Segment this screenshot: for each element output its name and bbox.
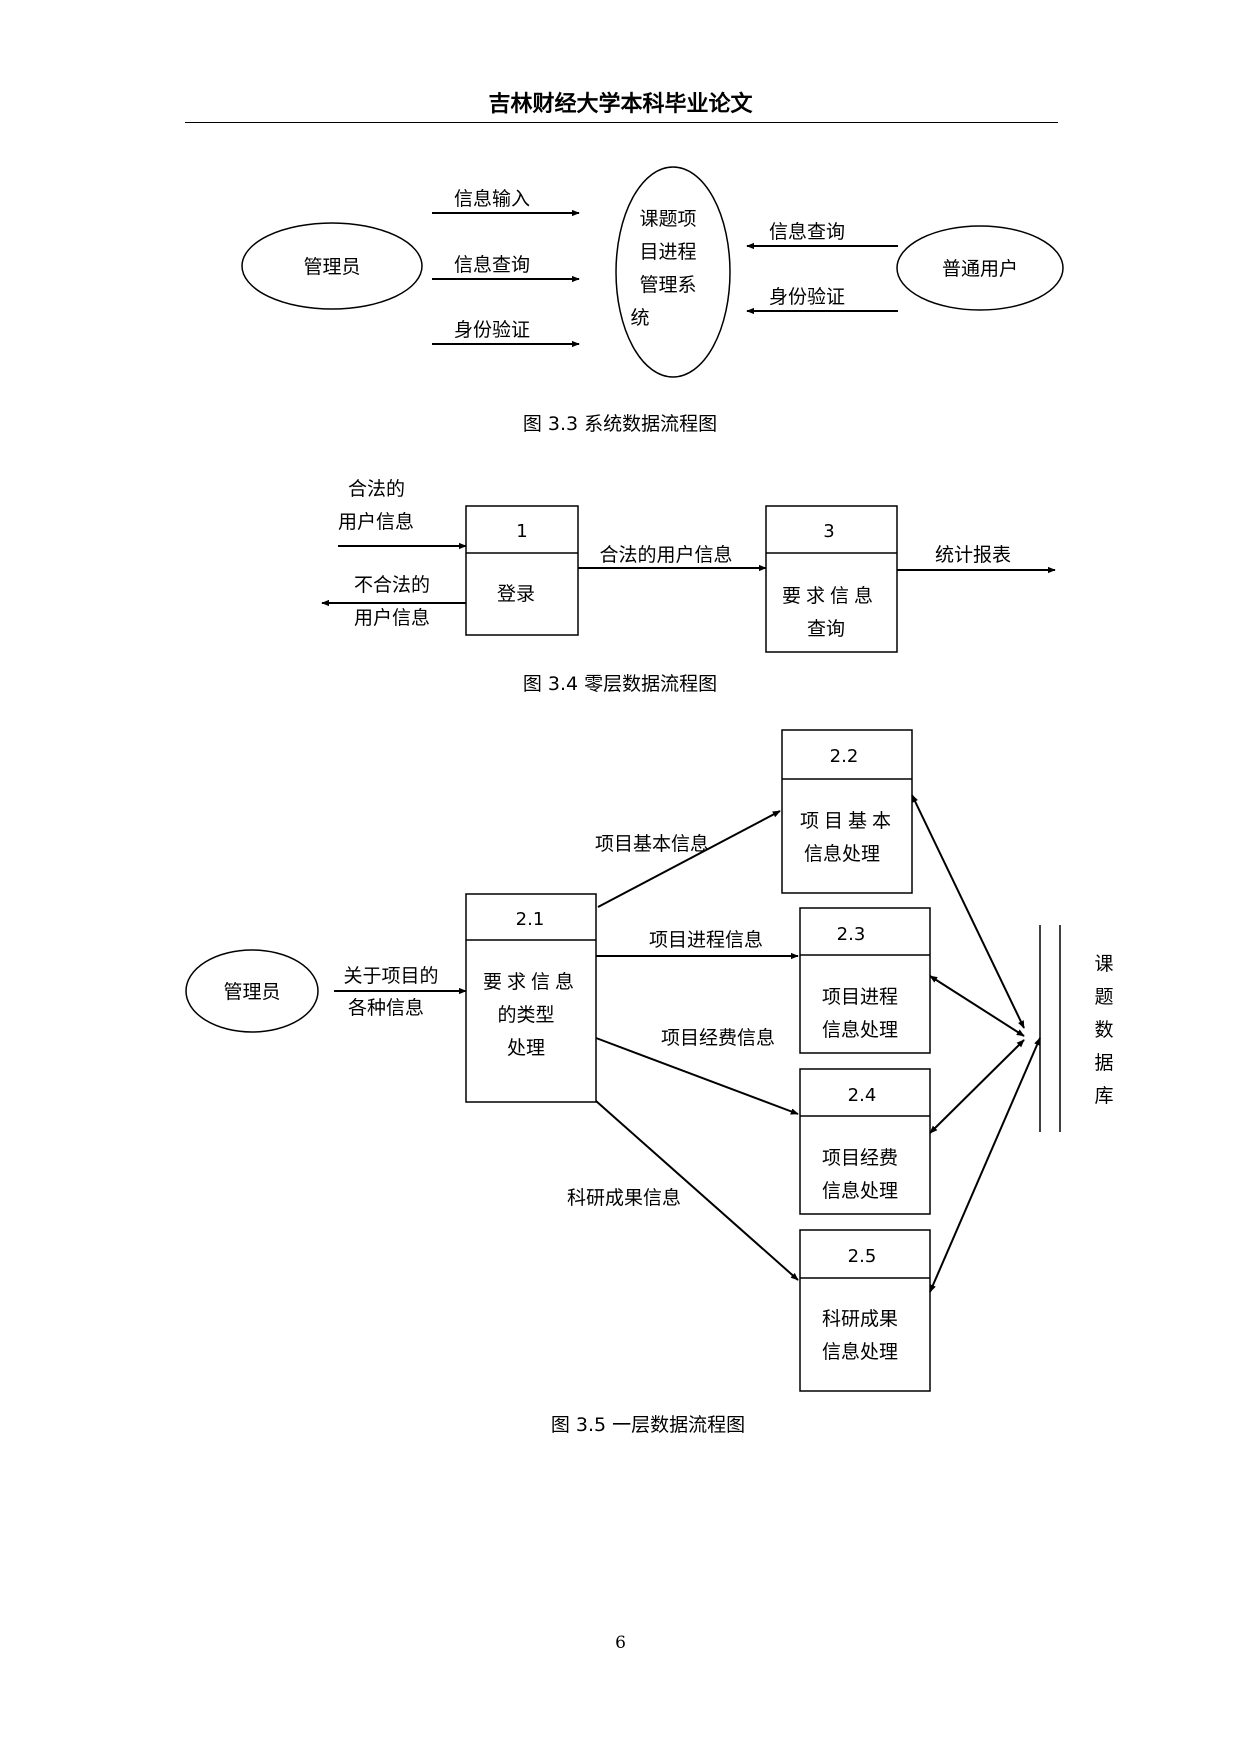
process-2-4-name-line-2: 信息处理	[822, 1180, 898, 1202]
admin-label: 管理员	[303, 256, 360, 278]
header-rule	[185, 122, 1058, 123]
flow-label-auth-user: 身份验证	[769, 286, 845, 308]
flow-label-info-query-user: 信息查询	[769, 221, 845, 243]
process-3-name-line-1: 要求信息	[782, 585, 878, 607]
system-label-line-1: 课题项	[639, 208, 696, 230]
figure-3-4-caption: 图 3.4 零层数据流程图	[523, 673, 717, 695]
user-entity	[896, 225, 1064, 311]
process-2-3-id: 2.3	[837, 924, 866, 945]
process-2-2-id: 2.2	[830, 746, 859, 767]
illegal-out-line-2: 用户信息	[354, 607, 430, 629]
datastore-char-5: 库	[1094, 1085, 1113, 1107]
figure-3-5: 管理员 关于项目的 各种信息 2.1 要求信息 的类型 处理 2.2 项目基本 …	[185, 729, 1114, 1436]
admin-info-line-2: 各种信息	[348, 997, 424, 1019]
process-2-1-id: 2.1	[516, 909, 545, 930]
flow-label-auth-admin: 身份验证	[454, 319, 530, 341]
flow-label-research-info: 科研成果信息	[567, 1187, 681, 1209]
figure-3-3-caption: 图 3.3 系统数据流程图	[523, 413, 717, 435]
datastore-link-2-5	[929, 1037, 1041, 1293]
system-label-line-4: 统	[630, 307, 649, 329]
process-1-box	[465, 505, 579, 636]
process-2-3-name-line-2: 信息处理	[822, 1019, 898, 1041]
process-2-4-id: 2.4	[848, 1085, 877, 1106]
document-header-title: 吉林财经大学本科毕业论文	[488, 92, 753, 117]
process-3-box	[765, 505, 898, 653]
process-1-name: 登录	[497, 583, 535, 605]
process-2-5-id: 2.5	[848, 1246, 877, 1267]
datastore-char-4: 据	[1094, 1052, 1113, 1074]
process-2-2-name-line-2: 信息处理	[804, 843, 880, 865]
flow-label-info-query-admin: 信息查询	[454, 254, 530, 276]
process-2-5-name-line-1: 科研成果	[822, 1308, 898, 1330]
page-number: 6	[615, 1633, 626, 1653]
system-label-line-2: 目进程	[639, 241, 696, 263]
process-2-2-name-line-1: 项目基本	[800, 810, 896, 832]
illegal-out-line-1: 不合法的	[354, 574, 430, 596]
datastore-char-3: 数	[1094, 1019, 1113, 1041]
user-label: 普通用户	[942, 258, 1018, 280]
process-2-1-name-line-1: 要求信息	[483, 971, 579, 993]
admin-info-line-1: 关于项目的	[343, 965, 438, 987]
flow-label-funding-info: 项目经费信息	[661, 1027, 775, 1049]
admin-label-l1: 管理员	[223, 981, 280, 1003]
system-label-line-3: 管理系	[639, 274, 696, 296]
process-2-1-name-line-3: 处理	[507, 1037, 545, 1059]
process-2-4-name-line-1: 项目经费	[822, 1147, 898, 1169]
legal-in-line-2: 用户信息	[338, 511, 414, 533]
datastore-link-2-4	[929, 1039, 1025, 1134]
process-2-5-box	[799, 1229, 931, 1392]
flow-arrow-research-info	[595, 1100, 799, 1281]
figure-3-4: 合法的 用户信息 不合法的 用户信息 1 登录 合法的用户信息 3 要求信息 查…	[321, 478, 1056, 695]
process-3-name-line-2: 查询	[807, 618, 845, 640]
process-3-id: 3	[823, 521, 834, 542]
process-2-3-name-line-1: 项目进程	[822, 986, 898, 1008]
flow-label-info-input: 信息输入	[454, 188, 530, 210]
flow-label-basic-info: 项目基本信息	[595, 833, 709, 855]
admin-entity	[241, 222, 423, 310]
flow-label-legal-mid: 合法的用户信息	[599, 544, 732, 566]
datastore-char-1: 课	[1094, 953, 1113, 975]
datastore-char-2: 题	[1094, 986, 1113, 1008]
flow-label-progress-info: 项目进程信息	[649, 929, 763, 951]
process-2-1-name-line-2: 的类型	[497, 1004, 554, 1026]
admin-entity-l1	[185, 949, 319, 1033]
flow-arrow-funding-info	[595, 1037, 799, 1115]
figure-3-3: 管理员 课题项 目进程 管理系 统 普通用户 信息输入 信息查询 身份验证 信息…	[241, 166, 1064, 435]
legal-in-line-1: 合法的	[348, 478, 405, 500]
process-2-5-name-line-2: 信息处理	[822, 1341, 898, 1363]
process-2-1-box	[465, 893, 597, 1103]
flow-arrow-basic-info	[597, 810, 781, 908]
process-1-id: 1	[516, 521, 527, 542]
datastore-link-2-3	[929, 975, 1025, 1037]
flow-label-report-out: 统计报表	[935, 544, 1011, 566]
datastore-link-2-2	[911, 794, 1025, 1029]
figure-3-5-caption: 图 3.5 一层数据流程图	[551, 1414, 745, 1436]
system-process	[615, 166, 731, 378]
